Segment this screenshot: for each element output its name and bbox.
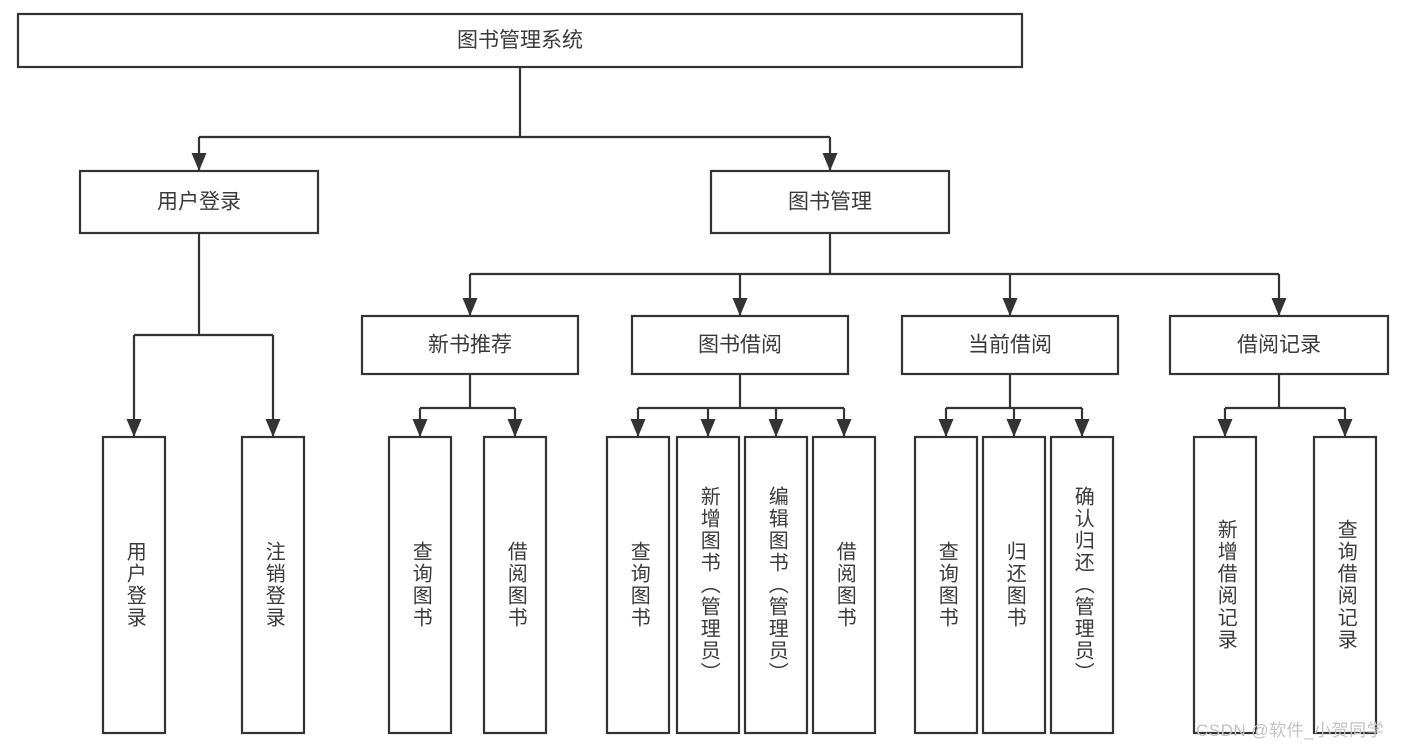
arrow-head-new-book-recommend (462, 298, 478, 316)
node-label-borrow-record: 借阅记录 (1237, 334, 1321, 357)
node-label-current-borrow: 当前借阅 (968, 334, 1052, 357)
node-box-leaf-return-book[interactable] (981, 435, 1047, 735)
arrow-head-borrow-record (1271, 298, 1287, 316)
node-box-borrow-record[interactable] (1168, 314, 1390, 376)
node-box-leaf-query-book-current[interactable] (913, 435, 979, 735)
node-box-leaf-edit-book-admin[interactable] (743, 435, 809, 735)
arrow-head-leaf-query-borrow-record (1337, 419, 1353, 437)
arrow-head-leaf-add-borrow-record (1217, 419, 1233, 437)
node-box-leaf-query-book-borrow[interactable] (605, 435, 671, 735)
node-label-new-book-recommend: 新书推荐 (428, 334, 512, 357)
connectors-layer (126, 67, 1353, 437)
arrow-head-leaf-borrow-book-recommend (507, 419, 523, 437)
node-box-leaf-user-login[interactable] (101, 435, 167, 735)
node-box-leaf-query-book-recommend[interactable] (387, 435, 453, 735)
arrow-head-leaf-query-book-recommend (412, 419, 428, 437)
arrow-head-leaf-edit-book-admin (768, 419, 784, 437)
node-box-leaf-borrow-book-recommend[interactable] (482, 435, 548, 735)
node-box-book-management[interactable] (709, 169, 951, 235)
arrow-head-current-borrow (1002, 298, 1018, 316)
node-box-leaf-add-borrow-record[interactable] (1192, 435, 1258, 735)
node-box-leaf-confirm-return-admin[interactable] (1049, 435, 1115, 735)
arrow-head-leaf-add-book-admin (700, 419, 716, 437)
node-box-leaf-borrow-book[interactable] (811, 435, 877, 735)
boxes-layer (16, 12, 1390, 735)
node-box-book-borrow[interactable] (630, 314, 850, 376)
node-label-user-login: 用户登录 (157, 191, 241, 214)
node-box-user-login[interactable] (78, 169, 320, 235)
arrow-head-user-login (191, 153, 207, 171)
node-label-book-borrow: 图书借阅 (698, 334, 782, 357)
node-box-leaf-logout-login[interactable] (240, 435, 306, 735)
arrow-head-leaf-logout-login (265, 419, 281, 437)
arrow-head-leaf-user-login (126, 419, 142, 437)
node-label-root: 图书管理系统 (457, 29, 583, 52)
arrow-head-leaf-borrow-book (836, 419, 852, 437)
arrow-head-book-management (822, 153, 838, 171)
arrow-head-leaf-return-book (1006, 419, 1022, 437)
arrow-head-leaf-confirm-return-admin (1074, 419, 1090, 437)
arrow-head-leaf-query-book-borrow (630, 419, 646, 437)
node-label-book-management: 图书管理 (788, 191, 872, 214)
node-box-leaf-query-borrow-record[interactable] (1312, 435, 1378, 735)
node-box-root[interactable] (16, 12, 1024, 69)
arrow-head-book-borrow (732, 298, 748, 316)
csdn-watermark: CSDN @软件_小贺同学 (1196, 721, 1385, 740)
node-box-leaf-add-book-admin[interactable] (675, 435, 741, 735)
node-box-new-book-recommend[interactable] (360, 314, 580, 376)
node-box-current-borrow[interactable] (900, 314, 1120, 376)
arrow-head-leaf-query-book-current (938, 419, 954, 437)
